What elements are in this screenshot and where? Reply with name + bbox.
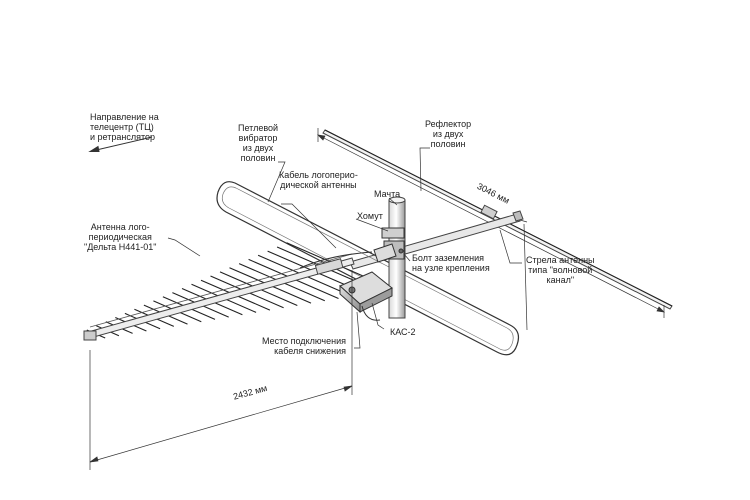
label-log-antenna: Антенна лого- периодическая "Дельта Н441… xyxy=(84,222,157,252)
label-loop-vibrator: Петлевой вибратор из двух половин xyxy=(238,123,279,163)
label-reflector: Рефлектор из двух половин xyxy=(425,119,472,149)
log-cable xyxy=(299,251,373,269)
leader-lines xyxy=(167,147,522,349)
direction-arrow xyxy=(88,136,153,152)
label-boom: Стрела антенны типа "волновой канал" xyxy=(526,255,595,285)
boom-dimension xyxy=(519,219,528,331)
clamp xyxy=(373,227,405,263)
label-clamp: Хомут xyxy=(357,211,383,221)
kas-box xyxy=(339,271,393,321)
loop-vibrator xyxy=(216,181,520,356)
label-cable-connection: Место подключения кабеля снижения xyxy=(262,336,346,356)
length-dimension xyxy=(89,270,353,470)
label-direction: Направление на телецентр (ТЦ) и ретрансл… xyxy=(90,112,159,142)
log-periodic-boom xyxy=(83,253,355,341)
label-log-cable: Кабель логоперио- дической антенны xyxy=(279,170,358,190)
label-ground-bolt: Болт заземления на узле крепления xyxy=(412,253,490,273)
label-mast: Мачта xyxy=(374,189,401,199)
label-kas: КАС-2 xyxy=(390,327,416,337)
